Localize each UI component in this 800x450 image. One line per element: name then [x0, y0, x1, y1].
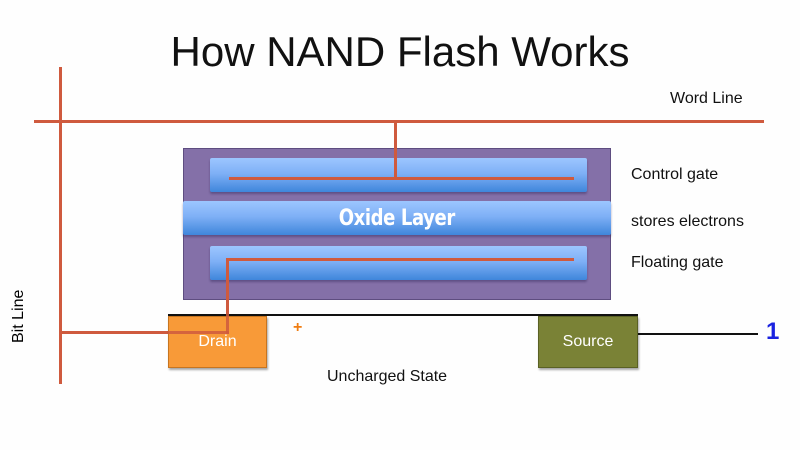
source-terminal: Source: [538, 316, 638, 368]
source-output-line: [638, 333, 758, 335]
bit-line: [59, 67, 62, 384]
bit-line-branch-overlay: [168, 331, 229, 334]
control-gate-wire: [229, 177, 574, 180]
control-gate-label: Control gate: [631, 166, 719, 183]
drain-terminal: Drain: [168, 316, 267, 368]
floating-gate: [210, 246, 587, 280]
output-value: 1: [766, 318, 780, 345]
source-label: Source: [562, 333, 614, 350]
charge-plus-icon: +: [293, 319, 303, 336]
drain-label: Drain: [198, 333, 237, 350]
word-line: [34, 120, 764, 123]
control-gate: [210, 158, 587, 192]
bit-line-branch: [60, 331, 229, 334]
word-line-drop: [394, 121, 397, 179]
substrate-line: [168, 314, 638, 316]
stores-electrons-label: stores electrons: [631, 213, 744, 230]
floating-gate-drop: [226, 258, 229, 334]
floating-gate-wire: [226, 258, 574, 261]
oxide-layer: Oxide Layer: [183, 201, 611, 235]
word-line-label: Word Line: [670, 90, 743, 107]
floating-gate-drop-overlay: [226, 300, 229, 334]
diagram-title: How NAND Flash Works: [170, 28, 630, 75]
oxide-layer-label: Oxide Layer: [338, 205, 456, 231]
floating-gate-label: Floating gate: [631, 254, 724, 271]
bit-line-label: Bit Line: [10, 289, 27, 343]
state-label: Uncharged State: [327, 368, 448, 385]
